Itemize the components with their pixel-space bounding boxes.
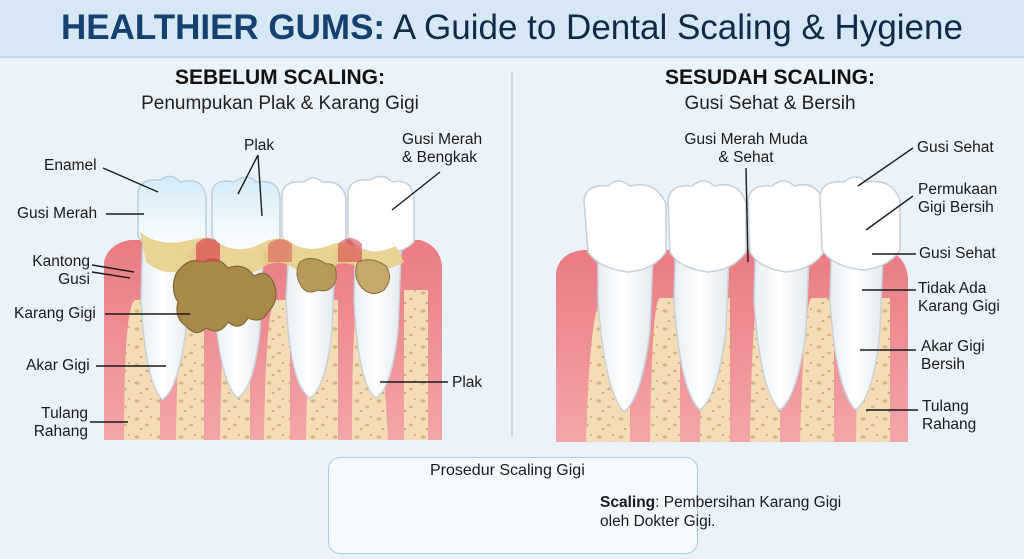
before-jaw [104,175,442,440]
before-title: SEBELUM SCALING: [175,66,385,89]
inflamed-gum [196,238,220,262]
label-tidak-ada-line-1: Tidak Ada [918,280,987,297]
label-tulang-right-line-2: Rahang [922,416,977,433]
label-akar-bersih-line-2: Bersih [921,356,965,373]
label-gusi-sehat-top: Gusi Sehat [917,139,994,156]
label-enamel: Enamel [44,157,97,174]
label-permukaan-line-1: Permukaan [918,181,998,198]
title-bold: HEALTHIER GUMS: [61,8,386,47]
label-bengkak-line-2: & Bengkak [402,149,477,166]
after-pointers [745,147,918,411]
page-title: HEALTHIER GUMS: A Guide to Dental Scalin… [0,8,1024,48]
label-tidak-ada-line-2: Karang Gigi [918,298,1000,315]
after-title: SESUDAH SCALING: [664,66,875,89]
after-tooth-2 [667,180,747,411]
procedure-term: Scaling [600,494,656,511]
label-gusi-sehat-mid: Gusi Sehat [919,245,996,262]
label-akar-gigi: Akar Gigi [26,357,90,374]
label-kantong-line-2: Gusi [58,271,90,288]
before-tooth-4 [347,175,415,399]
label-merah-muda-line-1: Gusi Merah Muda [684,131,808,148]
label-tulang-rahang-right: Tulang Rahang [922,398,976,434]
label-tulang-rahang-left: Tulang Rahang [24,405,88,441]
procedure-title: Prosedur Scaling Gigi [430,462,585,479]
label-plak-bottom: Plak [452,374,483,391]
label-kantong-line-1: Kantong [32,253,90,270]
label-tulang-right-line-1: Tulang [922,398,969,415]
tartar-small [296,258,337,293]
title-rest: A Guide to Dental Scaling & Hygiene [385,8,963,47]
before-pointers [90,154,448,423]
label-gusi-merah: Gusi Merah [17,205,98,222]
procedure-desc-1: : Pembersihan Karang Gigi [655,494,842,511]
after-tooth-1 [583,180,667,414]
after-subtitle: Gusi Sehat & Bersih [684,93,856,114]
label-akar-bersih: Akar Gigi Bersih [921,338,985,374]
tartar-small-2 [355,259,390,294]
procedure-box [328,457,698,554]
label-permukaan-line-2: Gigi Bersih [918,199,994,216]
label-gusi-merah-muda: Gusi Merah Muda & Sehat [684,131,808,167]
label-karang-gigi: Karang Gigi [14,305,96,322]
procedure-desc-2: oleh Dokter Gigi. [600,513,716,530]
before-subtitle: Penumpukan Plak & Karang Gigi [141,93,419,114]
procedure-description: Scaling: Pembersihan Karang Gigi oleh Do… [600,493,841,531]
label-plak-top: Plak [244,137,275,154]
after-jaw [556,176,908,442]
label-akar-bersih-line-1: Akar Gigi [921,338,985,355]
label-kantong-gusi: Kantong Gusi [24,253,90,289]
after-tooth-3 [747,180,825,411]
label-tulang-line-1: Tulang [41,405,88,422]
label-tidak-ada-karang: Tidak Ada Karang Gigi [918,280,1000,316]
label-permukaan-bersih: Permukaan Gigi Bersih [918,181,997,217]
label-bengkak-line-1: Gusi Merah [402,131,483,148]
title-band [0,0,1024,58]
label-merah-muda-line-2: & Sehat [718,149,774,166]
label-gusi-bengkak: Gusi Merah & Bengkak [402,131,482,167]
tartar-clump [172,258,277,334]
label-tulang-line-2: Rahang [33,423,88,440]
after-tooth-4 [819,176,901,411]
panel-divider [511,72,513,437]
